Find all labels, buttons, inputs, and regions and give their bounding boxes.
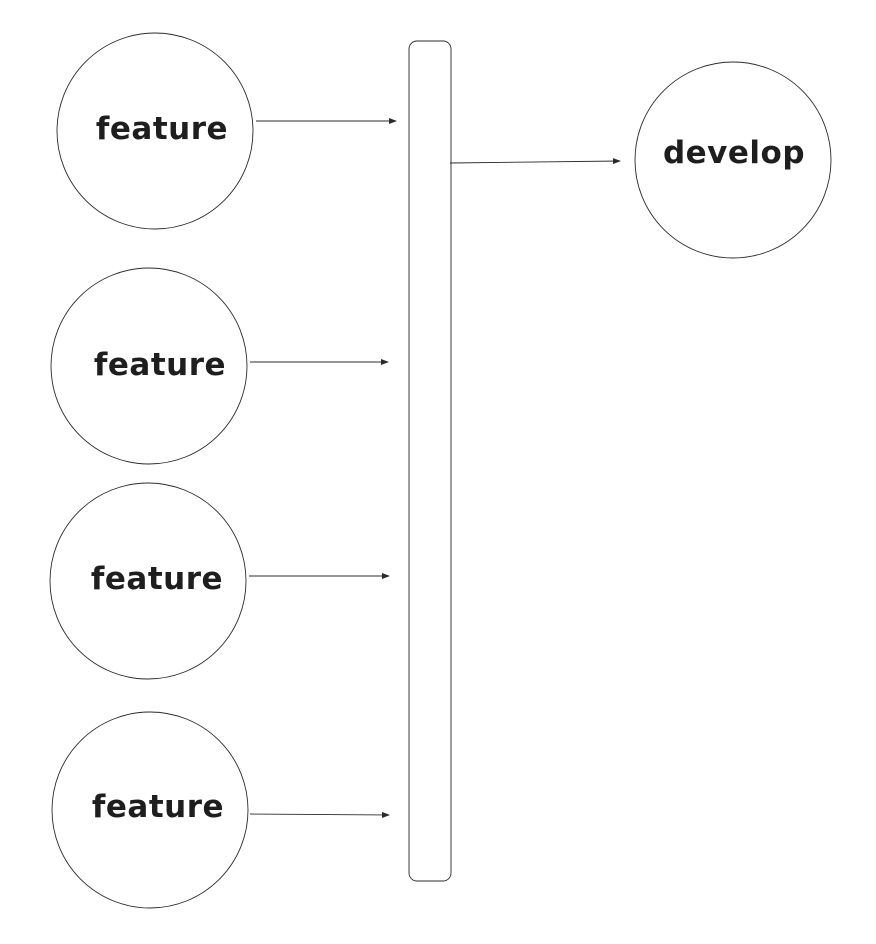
node-develop: develop: [634, 61, 832, 259]
node-feature-2-label: feature: [94, 347, 226, 383]
node-feature-4-label: feature: [92, 789, 224, 825]
edge-feature-4-to-bar: [249, 811, 390, 818]
node-develop-label: develop: [663, 135, 805, 171]
node-develop-circle: [634, 61, 832, 259]
node-feature-4: feature: [51, 711, 249, 909]
node-feature-1-label: feature: [96, 111, 228, 147]
node-feature-2-circle: [50, 267, 248, 465]
merge-bar: [408, 40, 452, 882]
node-feature-3-circle: [49, 482, 247, 680]
node-feature-3-label: feature: [91, 561, 223, 597]
node-feature-1: feature: [56, 32, 254, 230]
edge-bar-to-develop: [449, 158, 621, 165]
node-feature-1-circle: [56, 32, 254, 230]
node-feature-2: feature: [50, 267, 248, 465]
node-feature-4-circle: [51, 711, 249, 909]
node-feature-3: feature: [49, 482, 247, 680]
